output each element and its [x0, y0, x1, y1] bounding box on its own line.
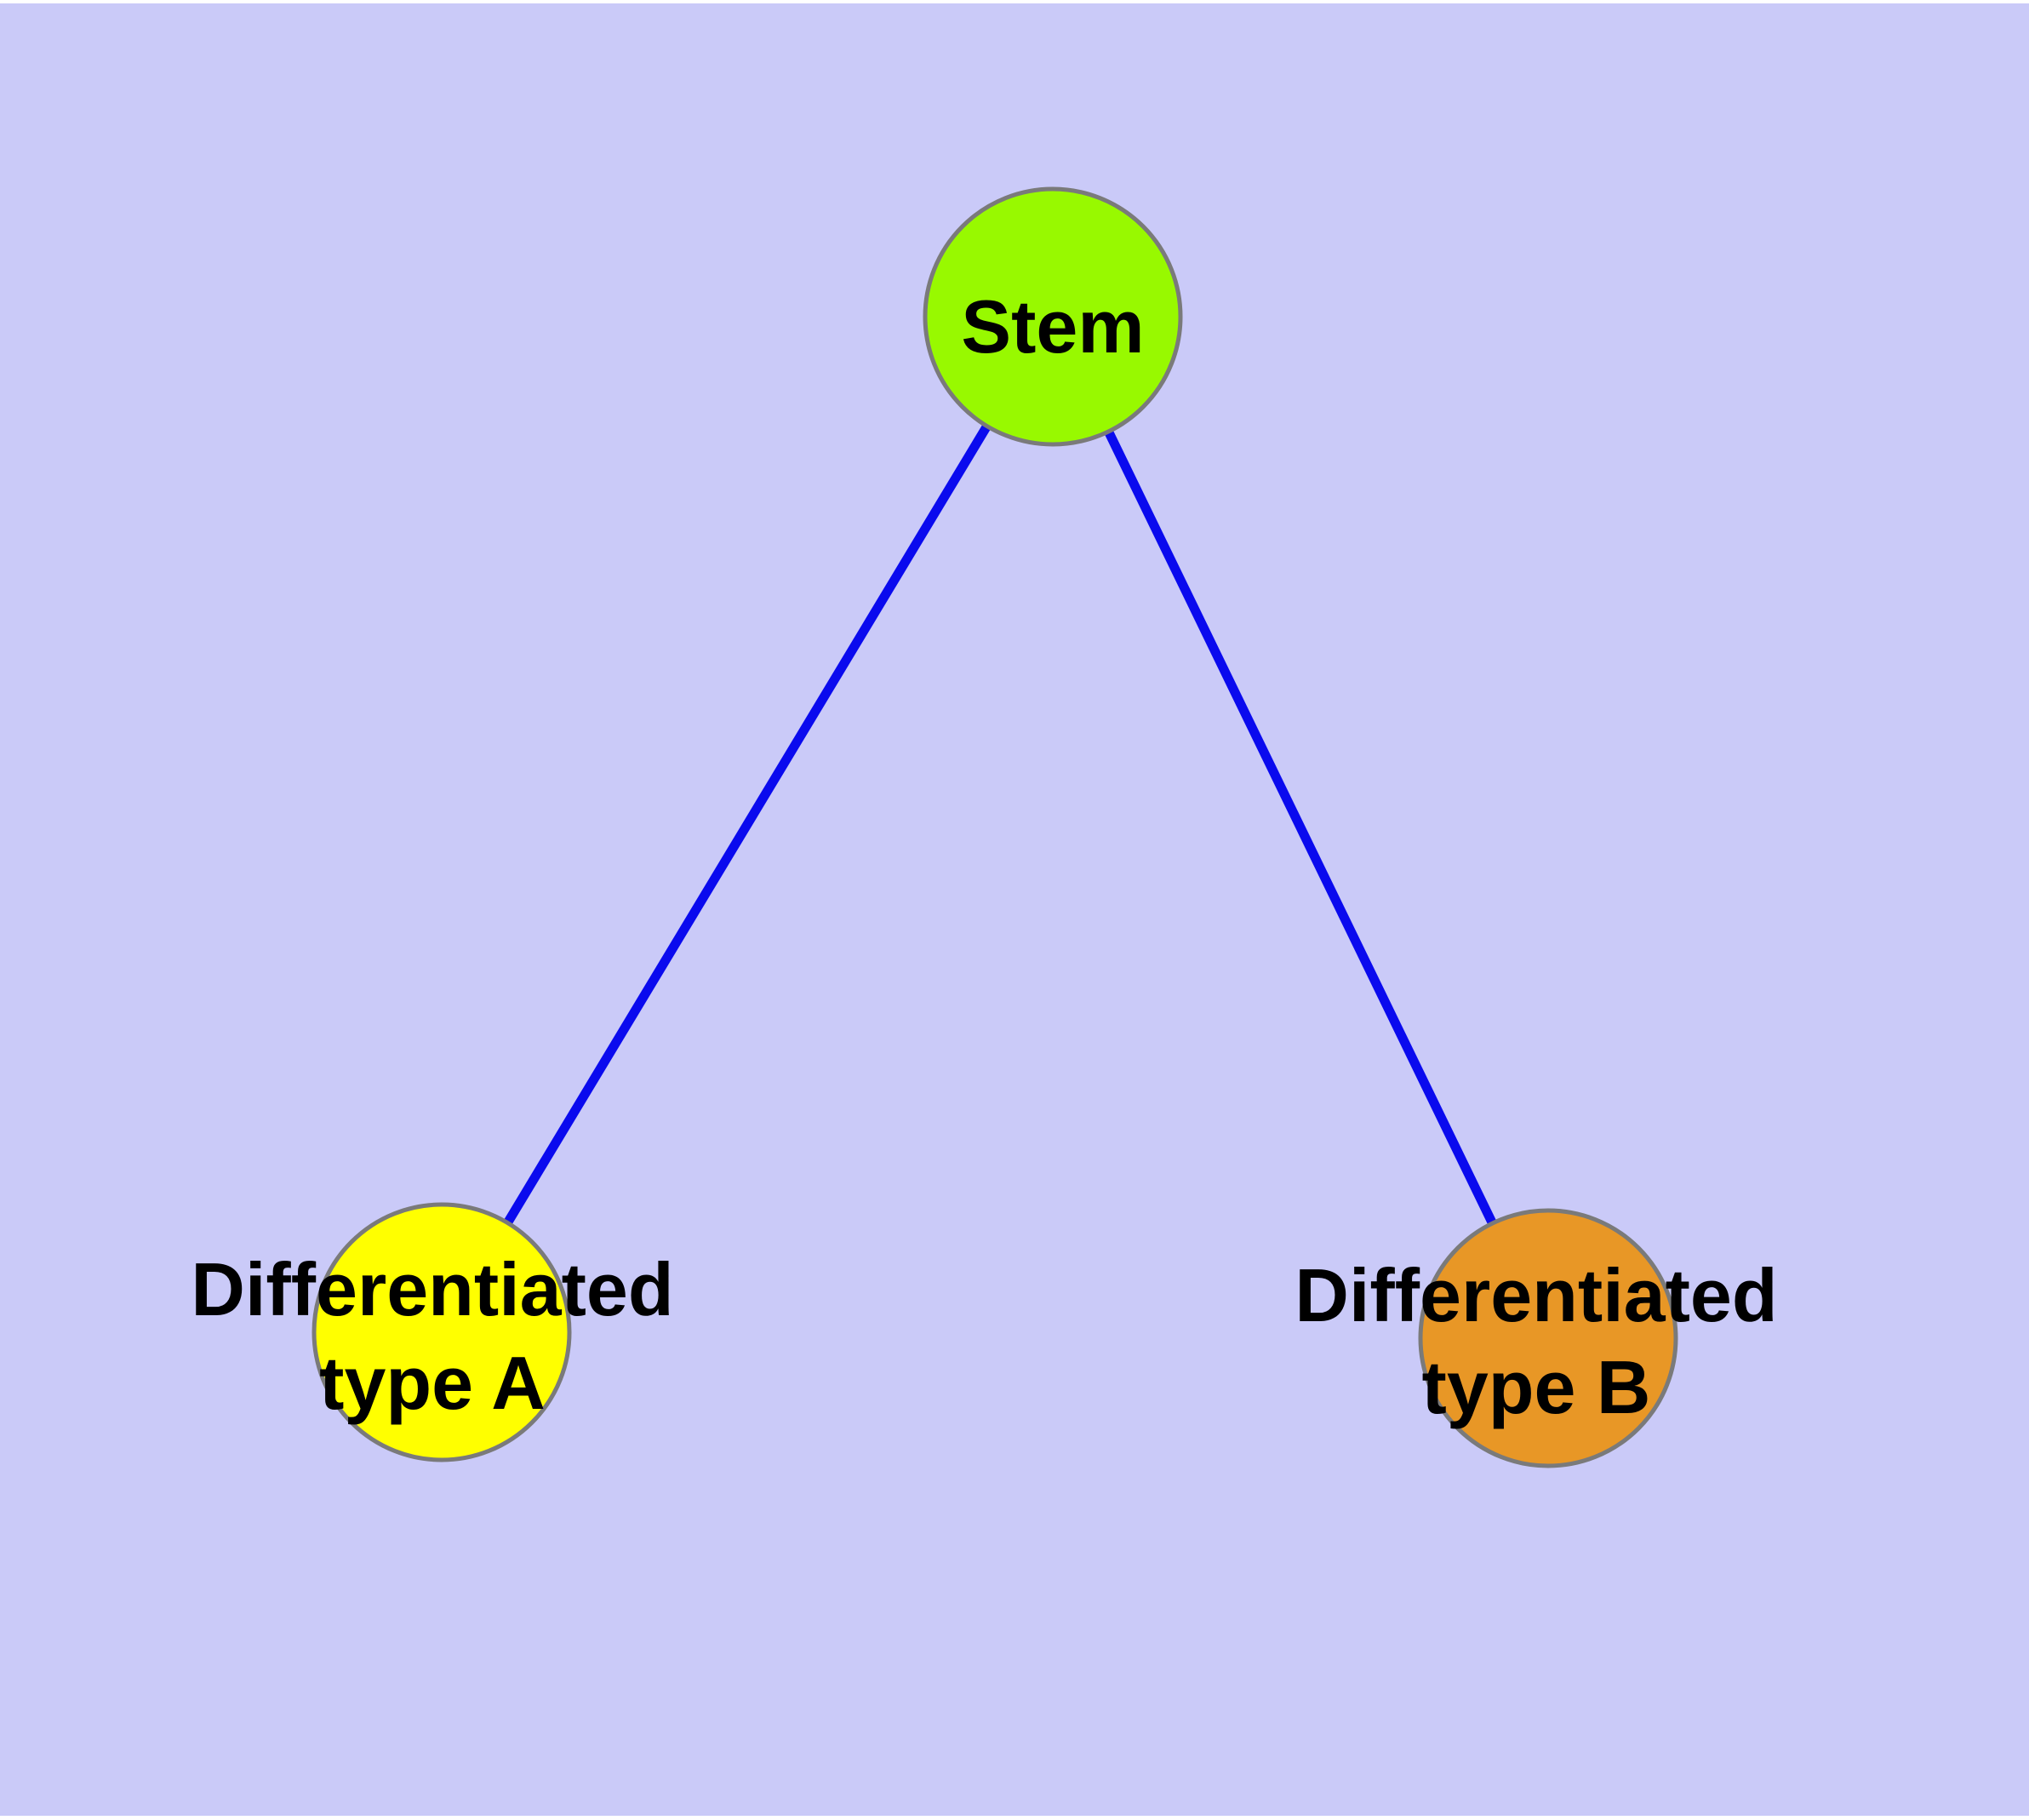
- edge-stem-to-type-b: [1049, 314, 1552, 1341]
- node-differentiated-type-a-circle: [311, 1202, 572, 1462]
- node-stem: Stem: [923, 186, 1183, 447]
- node-differentiated-type-b-label-line2: type B: [1422, 1345, 1651, 1429]
- node-stem-label: Stem: [961, 284, 1144, 369]
- node-differentiated-type-a-label-line2: type A: [319, 1341, 546, 1425]
- node-differentiated-type-b-label-line1: Differentiated: [1295, 1253, 1777, 1337]
- edge-group: [437, 314, 1552, 1341]
- node-differentiated-type-a: Differentiated type A: [191, 1202, 674, 1462]
- node-differentiated-type-a-label-line1: Differentiated: [191, 1247, 673, 1331]
- node-differentiated-type-b-circle: [1418, 1208, 1678, 1468]
- node-differentiated-type-b: Differentiated type B: [1295, 1208, 1778, 1468]
- node-stem-circle: [923, 186, 1183, 447]
- edge-stem-to-type-a: [437, 314, 1057, 1335]
